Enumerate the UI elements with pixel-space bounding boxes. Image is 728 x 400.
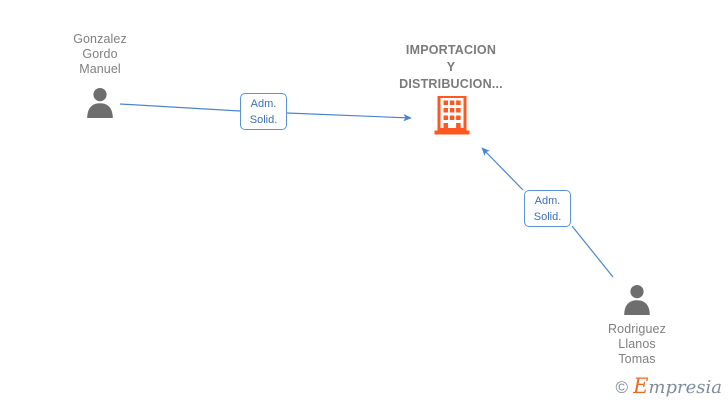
edge-gonzalez-to-company-arrow [286,112,412,122]
empresia-watermark: © Empresia [616,376,722,398]
relation-label-gonzalez-to-company[interactable]: Adm. Solid. [240,93,287,130]
relation-label-line2: Solid. [249,114,278,126]
brand-rest: mpresia [648,377,722,398]
edge-gonzalez-to-company [119,103,241,112]
person-label-rodriguez-llanos-tomas: Rodriguez Llanos Tomas [608,322,666,366]
company-title: IMPORTACION Y DISTRIBUCION... [399,43,503,91]
brand-name: Empresia [633,376,722,398]
person-node-rodriguez-llanos-tomas[interactable] [621,283,653,315]
person-label-gonzalez-gordo-manuel: Gonzalez Gordo Manuel [73,32,127,76]
company-node[interactable] [434,95,470,141]
edge-rodriguez-to-company [571,225,614,278]
person-node-gonzalez-gordo-manuel[interactable] [84,86,116,118]
person-icon [624,285,650,315]
edge-rodriguez-to-company-arrow [481,147,524,191]
relation-label-rodriguez-to-company[interactable]: Adm. Solid. [524,190,571,227]
relation-label-line1: Adm. [534,195,561,207]
building-icon [434,95,470,135]
person-icon [87,88,113,118]
relation-label-line1: Adm. [250,98,277,110]
relation-label-line2: Solid. [533,211,562,223]
brand-initial: E [633,374,649,398]
copyright-icon: © [615,377,629,397]
